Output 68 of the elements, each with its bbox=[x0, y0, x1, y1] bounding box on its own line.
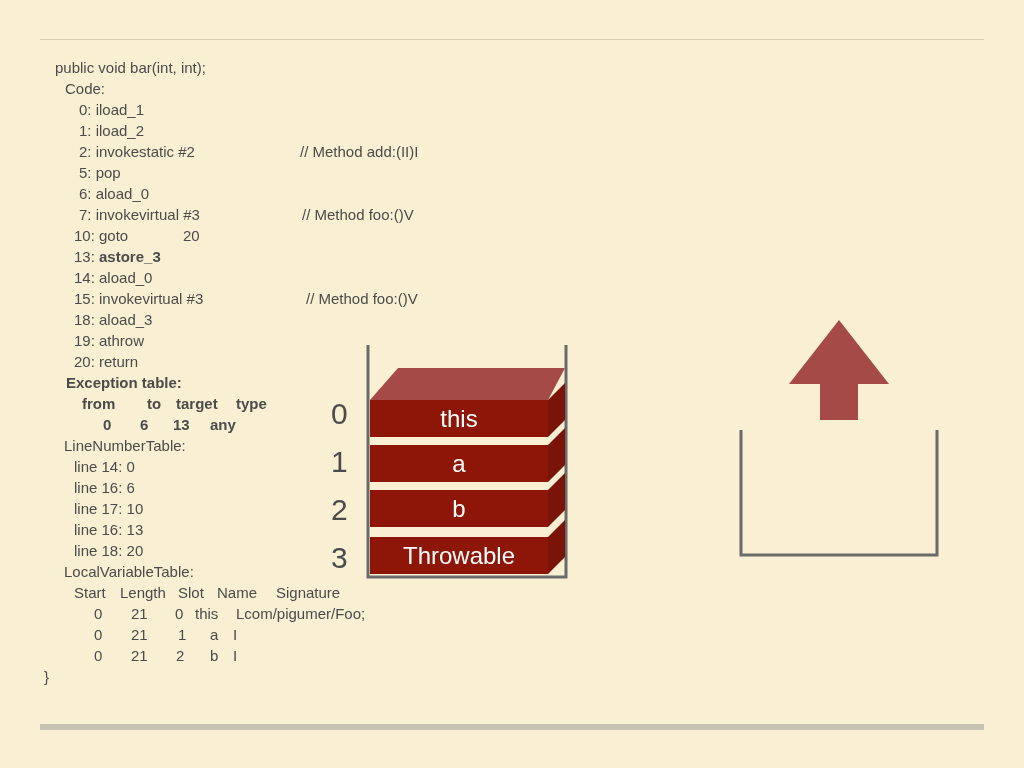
code-text: Slot bbox=[178, 583, 204, 603]
code-text: this bbox=[195, 604, 219, 624]
slot-index: 2 bbox=[331, 493, 348, 527]
code-text: Code: bbox=[65, 79, 106, 99]
code-text: 1: iload_2 bbox=[79, 121, 145, 141]
code-text: line 16: 13 bbox=[74, 520, 144, 540]
code-text: 20 bbox=[183, 226, 200, 246]
slot-index: 1 bbox=[331, 445, 348, 479]
code-text: // Method add:(II)I bbox=[300, 142, 419, 162]
code-text: 6: aload_0 bbox=[79, 184, 150, 204]
code-text: 5: pop bbox=[79, 163, 121, 183]
code-text: any bbox=[210, 415, 236, 435]
code-text: Start bbox=[74, 583, 106, 603]
code-text: Exception table: bbox=[66, 373, 182, 393]
code-text: Length bbox=[120, 583, 166, 603]
code-text: 2 bbox=[176, 646, 185, 666]
code-text: target bbox=[176, 394, 218, 414]
stack-slot bbox=[370, 445, 548, 482]
code-text: 0: iload_1 bbox=[79, 100, 145, 120]
code-text: 18: aload_3 bbox=[74, 310, 153, 330]
code-text: 0 bbox=[94, 625, 103, 645]
stack-slot bbox=[370, 490, 548, 527]
slot-index: 0 bbox=[331, 397, 348, 431]
code-text: 0 bbox=[94, 646, 103, 666]
code-text: Name bbox=[217, 583, 257, 603]
code-text: // Method foo:()V bbox=[302, 205, 414, 225]
code-text: from bbox=[82, 394, 116, 414]
code-text: type bbox=[236, 394, 267, 414]
code-text: I bbox=[233, 625, 238, 645]
stack-slot bbox=[370, 537, 548, 574]
code-text: 20: return bbox=[74, 352, 139, 372]
slot-label: b bbox=[452, 494, 466, 523]
code-text: 15: invokevirtual #3 bbox=[74, 289, 204, 309]
code-text: 6 bbox=[140, 415, 149, 435]
code-text: 21 bbox=[131, 646, 148, 666]
code-text: line 14: 0 bbox=[74, 457, 135, 477]
code-text: 21 bbox=[131, 604, 148, 624]
code-text: 2: invokestatic #2 bbox=[79, 142, 195, 162]
code-text: 13 bbox=[173, 415, 190, 435]
code-text: Signature bbox=[276, 583, 341, 603]
stack-slot bbox=[370, 400, 548, 437]
code-text: 14: aload_0 bbox=[74, 268, 153, 288]
code-text: 0 bbox=[103, 415, 112, 435]
slot-label: a bbox=[452, 449, 466, 478]
code-text: a bbox=[210, 625, 219, 645]
code-text: 10: goto bbox=[74, 226, 129, 246]
code-text: line 16: 6 bbox=[74, 478, 135, 498]
code-text: LineNumberTable: bbox=[64, 436, 186, 456]
code-text: line 18: 20 bbox=[74, 541, 144, 561]
code-text: 1 bbox=[178, 625, 187, 645]
slot-label: Throwable bbox=[402, 541, 516, 570]
code-text: 21 bbox=[131, 625, 148, 645]
code-text: to bbox=[147, 394, 162, 414]
code-text: 0 bbox=[94, 604, 103, 624]
code-text: 13: astore_3 bbox=[74, 247, 161, 267]
code-text: line 17: 10 bbox=[74, 499, 144, 519]
code-text: 0 bbox=[175, 604, 184, 624]
slot-label: this bbox=[440, 404, 478, 433]
code-text: } bbox=[44, 667, 49, 687]
code-text: b bbox=[210, 646, 219, 666]
code-text: // Method foo:()V bbox=[306, 289, 418, 309]
code-text: 7: invokevirtual #3 bbox=[79, 205, 200, 225]
code-text: public void bar(int, int); bbox=[55, 58, 206, 78]
code-text: Lcom/pigumer/Foo; bbox=[236, 604, 366, 624]
code-text: 19: athrow bbox=[74, 331, 145, 351]
slot-index: 3 bbox=[331, 541, 348, 575]
code-text: I bbox=[233, 646, 238, 666]
code-text: LocalVariableTable: bbox=[64, 562, 194, 582]
